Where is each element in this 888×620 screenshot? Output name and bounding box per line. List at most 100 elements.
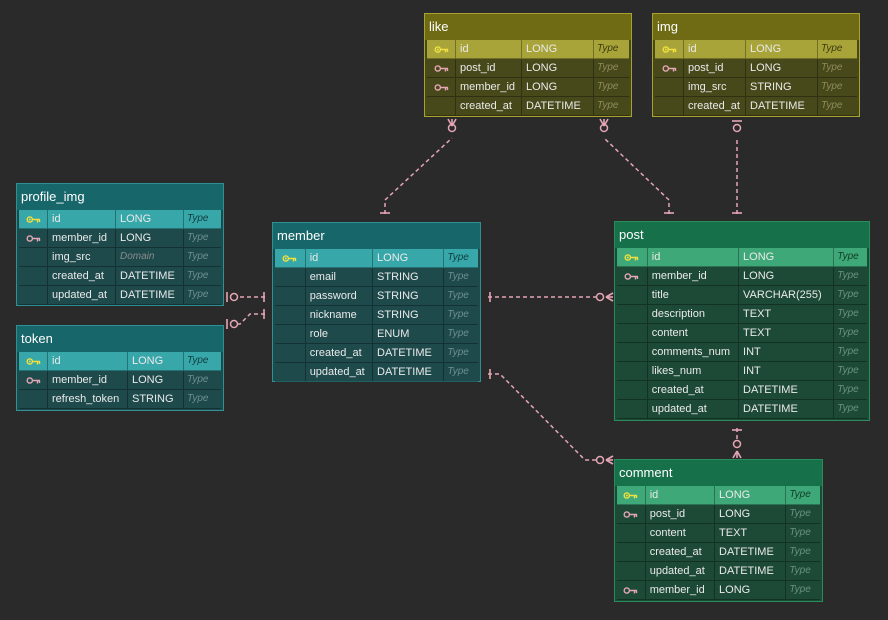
column-type[interactable]: LONG (521, 40, 593, 59)
column-name[interactable]: id (47, 210, 115, 229)
column-name[interactable]: password (304, 287, 373, 306)
column-name[interactable]: created_at (646, 381, 739, 400)
column-name[interactable]: role (304, 325, 373, 344)
column-name[interactable]: updated_at (644, 562, 715, 581)
column-type[interactable]: LONG (127, 352, 183, 371)
column-type[interactable]: Domain (115, 248, 183, 267)
table-title[interactable]: post (615, 222, 869, 248)
column-name[interactable]: updated_at (47, 286, 115, 305)
column-type[interactable]: DATETIME (115, 286, 183, 305)
column-type[interactable]: LONG (372, 249, 444, 268)
column-name[interactable]: img_src (683, 78, 745, 97)
column-type[interactable]: DATETIME (738, 400, 834, 419)
column-name[interactable]: comments_num (646, 343, 739, 362)
column-type[interactable]: LONG (745, 59, 817, 78)
table-title[interactable]: comment (615, 460, 822, 486)
column-type[interactable]: INT (738, 343, 834, 362)
column-type[interactable]: ENUM (372, 325, 444, 344)
column-type[interactable]: TEXT (738, 324, 834, 343)
column-name[interactable]: created_at (304, 344, 373, 363)
column-type[interactable]: TEXT (738, 305, 834, 324)
column-name[interactable]: created_at (47, 267, 115, 286)
table-title[interactable]: member (273, 223, 480, 249)
column-name[interactable]: post_id (455, 59, 521, 78)
column-type[interactable]: STRING (745, 78, 817, 97)
column-type[interactable]: STRING (372, 287, 444, 306)
column-name[interactable]: updated_at (646, 400, 739, 419)
column-name[interactable]: likes_num (646, 362, 739, 381)
column-name[interactable]: created_at (455, 97, 521, 116)
table-title[interactable]: img (653, 14, 859, 40)
column-name[interactable]: id (646, 248, 739, 267)
column-type[interactable]: LONG (521, 78, 593, 97)
column-type[interactable]: LONG (521, 59, 593, 78)
column-type[interactable]: LONG (738, 267, 834, 286)
column-type[interactable]: LONG (127, 371, 183, 390)
column-name[interactable]: refresh_token (47, 390, 127, 409)
table-title[interactable]: profile_img (17, 184, 223, 210)
column-type[interactable]: TEXT (714, 524, 786, 543)
column-name[interactable]: title (646, 286, 739, 305)
column-name[interactable]: img_src (47, 248, 115, 267)
column-name[interactable]: content (644, 524, 715, 543)
column-type[interactable]: LONG (714, 505, 786, 524)
column-type[interactable]: DATETIME (738, 381, 834, 400)
column-type[interactable]: LONG (738, 248, 834, 267)
column-type[interactable]: LONG (714, 486, 786, 505)
column-type[interactable]: DATETIME (372, 363, 444, 382)
column-type[interactable]: STRING (127, 390, 183, 409)
column-name[interactable]: id (304, 249, 373, 268)
column-type[interactable]: DATETIME (115, 267, 183, 286)
column-name[interactable]: member_id (646, 267, 739, 286)
column-name[interactable]: id (455, 40, 521, 59)
table-title[interactable]: like (425, 14, 631, 40)
column-name[interactable]: email (304, 268, 373, 287)
column-type[interactable]: DATETIME (372, 344, 444, 363)
column-type[interactable]: LONG (714, 581, 786, 600)
column-type[interactable]: DATETIME (714, 543, 786, 562)
column-type[interactable]: DATETIME (714, 562, 786, 581)
column-type[interactable]: STRING (372, 306, 444, 325)
column-name[interactable]: description (646, 305, 739, 324)
table-title[interactable]: token (17, 326, 223, 352)
